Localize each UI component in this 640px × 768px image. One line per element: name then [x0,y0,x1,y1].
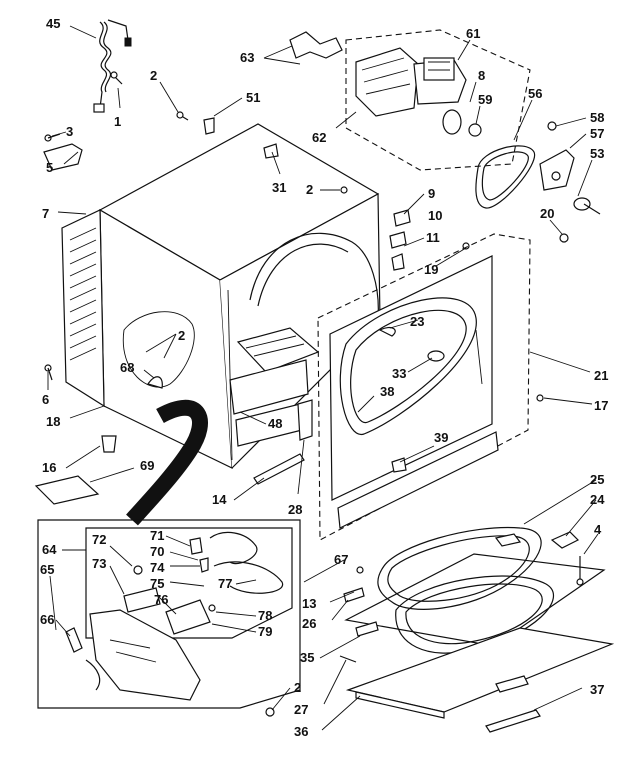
callout-75: 75 [150,576,164,591]
callout-17: 17 [594,398,608,413]
callout-2: 2 [150,68,157,83]
control-panel-inset [37,519,301,709]
callout-77: 77 [218,576,232,591]
callout-70: 70 [150,544,164,559]
callout-5: 5 [46,160,53,175]
callout-21: 21 [594,368,608,383]
power-cord [93,19,132,113]
callout-57: 57 [590,126,604,141]
callout-7: 7 [42,206,49,221]
callout-61: 61 [466,26,480,41]
callout-31: 31 [272,180,286,195]
callout-78: 78 [258,608,272,623]
callout-74: 74 [150,560,165,575]
callout-51: 51 [246,90,260,105]
callout-4: 4 [594,522,602,537]
callout-35: 35 [300,650,314,665]
callout-33: 33 [392,366,406,381]
bracket-51 [203,117,215,135]
callout-23: 23 [410,314,424,329]
callout-69: 69 [140,458,154,473]
callout-48: 48 [268,416,282,431]
callout-11: 11 [426,230,440,245]
idler-bracket [539,121,601,243]
callout-65: 65 [40,562,54,577]
callout-6: 6 [42,392,49,407]
callout-67: 67 [334,552,348,567]
callout-62: 62 [312,130,326,145]
callout-9: 9 [428,186,435,201]
front-panel [297,233,544,541]
callout-24: 24 [590,492,605,507]
callout-36: 36 [294,724,308,739]
callout-53: 53 [590,146,604,161]
callout-38: 38 [380,384,394,399]
motor-assembly [289,29,531,171]
callout-28: 28 [288,502,302,517]
callout-71: 71 [150,528,164,543]
top-and-base [265,526,615,733]
callout-79: 79 [258,624,272,639]
screw-3 [44,133,61,142]
callout-37: 37 [590,682,604,697]
callout-2-c: 2 [178,328,185,343]
callout-18: 18 [46,414,60,429]
callout-20: 20 [540,206,554,221]
drive-belt [475,145,536,209]
callout-72: 72 [92,532,106,547]
callout-3: 3 [66,124,73,139]
callout-66: 66 [40,612,54,627]
callout-10: 10 [428,208,442,223]
callout-labels: 45 2 1 3 51 63 61 8 59 56 58 57 53 62 5 … [40,16,608,739]
callout-39: 39 [434,430,448,445]
callout-25: 25 [590,472,604,487]
screw-1 [110,71,123,85]
callout-63: 63 [240,50,254,65]
callout-1: 1 [114,114,121,129]
bracket-5 [43,143,83,171]
callout-8: 8 [478,68,485,83]
callout-2-d: 2 [294,680,301,695]
screw-2-top [176,111,189,121]
callout-56: 56 [528,86,542,101]
callout-68: 68 [120,360,134,375]
callout-16: 16 [42,460,56,475]
callout-58: 58 [590,110,604,125]
callout-14: 14 [212,492,227,507]
callout-64: 64 [42,542,57,557]
callout-26: 26 [302,616,316,631]
leader-lines [47,25,599,731]
callout-2-b: 2 [306,182,313,197]
cabinet [34,123,470,526]
callout-73: 73 [92,556,106,571]
callout-59: 59 [478,92,492,107]
vent-slots [69,227,97,361]
callout-19: 19 [424,262,438,277]
callout-13: 13 [302,596,316,611]
callout-27: 27 [294,702,308,717]
callout-45: 45 [46,16,60,31]
callout-76: 76 [154,592,168,607]
